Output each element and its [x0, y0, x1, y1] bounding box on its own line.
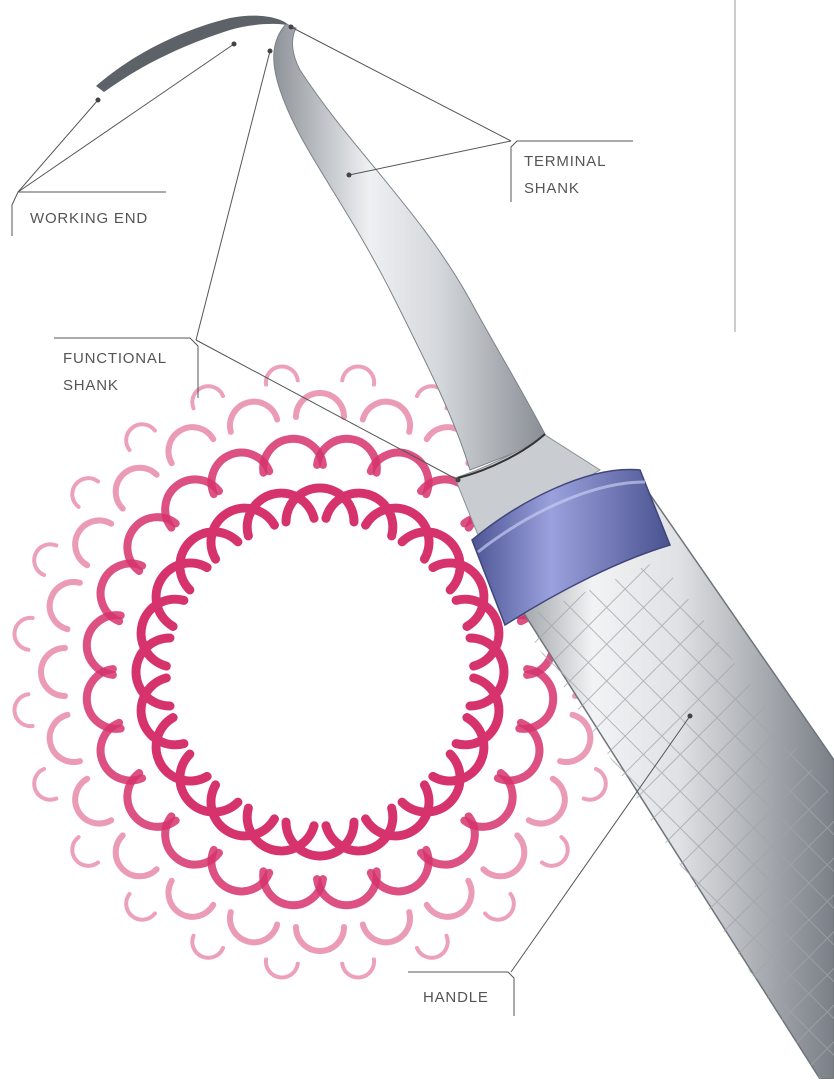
rosette-crescent [199, 785, 275, 848]
label-working-end-text: WORKING END [30, 205, 148, 232]
rosette-crescent [66, 512, 111, 566]
rosette-crescent [187, 936, 223, 963]
dot-functional-shank-bottom [456, 478, 461, 483]
rosette-crescent [264, 365, 298, 385]
rosette-crescent [160, 881, 214, 926]
rosette-crescent [66, 779, 111, 833]
rosette-crescent [160, 418, 214, 463]
rosette-crescent [29, 769, 56, 805]
rosette-crescent [106, 835, 157, 886]
rosette-crescent [402, 518, 474, 590]
rosette-crescent [485, 894, 520, 926]
rosette-crescent [296, 927, 344, 951]
handle-knurl [520, 560, 834, 1079]
rosette-crescent [342, 959, 376, 979]
rosette-crescent [144, 718, 207, 794]
rosette-crescent [542, 837, 574, 872]
label-terminal-shank-line1: TERMINAL [524, 148, 606, 175]
rosette-crescent [41, 648, 65, 696]
dot-working-end-heel [232, 42, 237, 47]
rosette-crescent [296, 393, 344, 417]
rosette-crescent [120, 418, 155, 450]
rosette-crescent [342, 365, 376, 385]
rosette-crescent [427, 881, 481, 926]
dot-terminal-shank-bottom [347, 173, 352, 178]
rosette-crescent [13, 694, 33, 728]
rosette-crescent [225, 396, 278, 432]
label-handle: HANDLE [423, 984, 489, 1011]
working-end-blade [96, 16, 290, 92]
rosette-crescent [187, 381, 223, 408]
dot-functional-shank-top [268, 49, 273, 54]
label-functional-shank-line2: SHANK [63, 372, 167, 399]
rosette-crescent [417, 936, 453, 963]
rosette-crescent [433, 718, 496, 794]
rosette-crescent [483, 835, 534, 886]
dot-working-end-tip [96, 98, 101, 103]
label-terminal-shank-line2: SHANK [524, 175, 606, 202]
rosette-crescent [584, 769, 611, 805]
rosette-crescent [13, 616, 33, 650]
dot-handle [688, 714, 693, 719]
rosette-crescent [66, 472, 98, 507]
rosette-crescent [363, 396, 416, 432]
rosette-crescent [120, 894, 155, 926]
label-functional-shank-line1: FUNCTIONAL [63, 345, 167, 372]
dot-terminal-shank-top [289, 25, 294, 30]
rosette-crescent [363, 912, 416, 948]
rosette-crescent [225, 912, 278, 948]
rosette-crescent [366, 496, 442, 559]
rosette-crescent [44, 715, 80, 768]
rosette-crescent [199, 496, 275, 559]
rosette-crescent [29, 539, 56, 575]
label-terminal-shank: TERMINAL SHANK [524, 148, 606, 202]
rosette-crescent [166, 754, 238, 826]
leader-functional-shank-a [196, 51, 270, 340]
rosette-crescent [106, 458, 157, 509]
leader-terminal-shank-b [349, 141, 511, 175]
rosette-crescent [264, 959, 298, 979]
rosette-crescent [402, 754, 474, 826]
rosette-crescent [66, 837, 98, 872]
label-handle-text: HANDLE [423, 984, 489, 1011]
rosette-crescent [366, 785, 442, 848]
rosette-crescent [166, 518, 238, 590]
rosette-crescent [144, 551, 207, 627]
label-working-end: WORKING END [30, 205, 148, 232]
rosette-crescent [44, 577, 80, 630]
dental-scaler-icon [96, 16, 834, 1079]
rosette-crescent [529, 779, 574, 833]
label-functional-shank: FUNCTIONAL SHANK [63, 345, 167, 399]
